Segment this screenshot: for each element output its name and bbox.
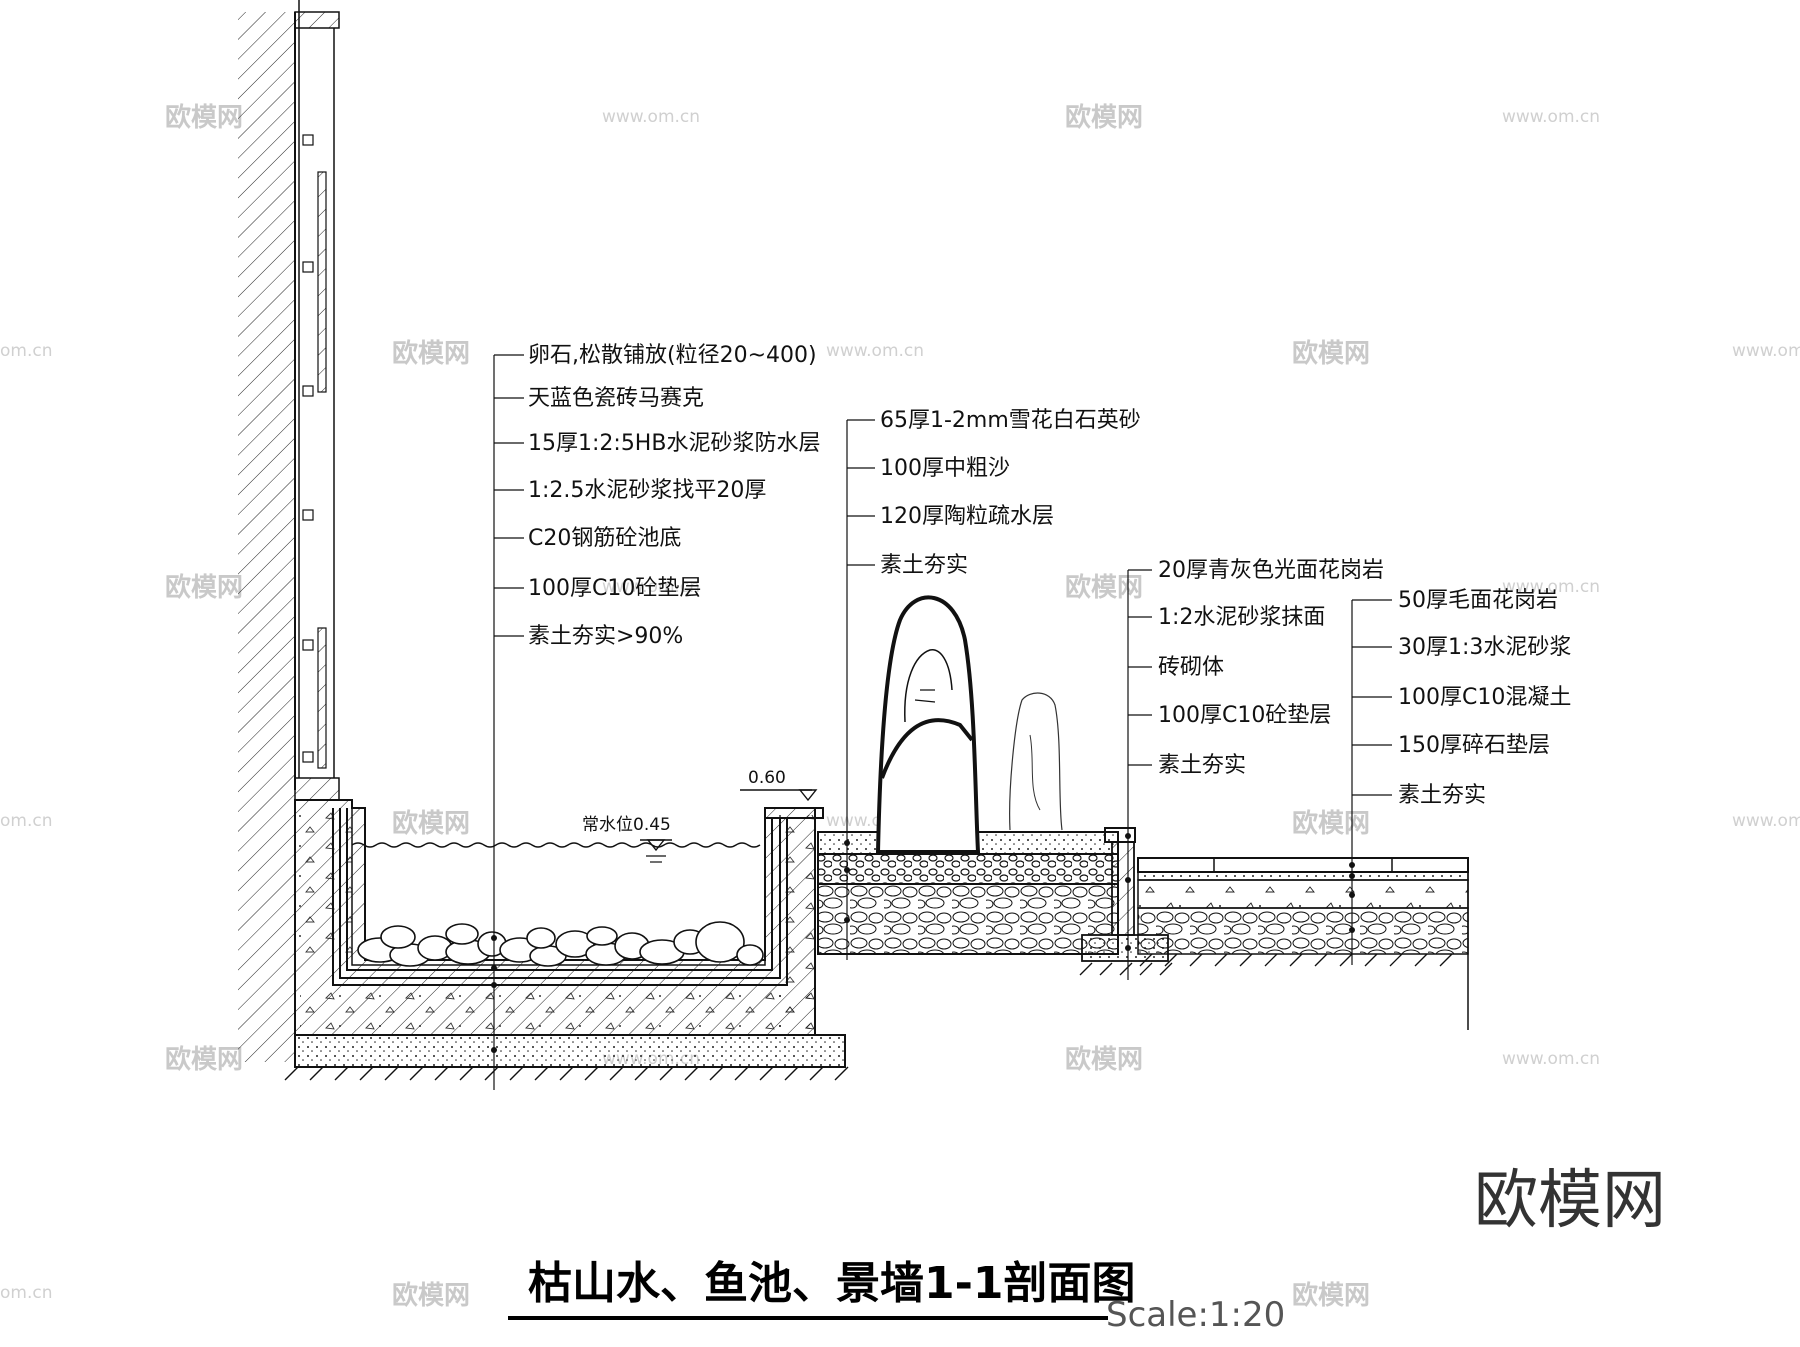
- curb-layer-note: 100厚C10砼垫层: [1158, 703, 1331, 728]
- dry-garden-layer-note: 65厚1-2mm雪花白石英砂: [880, 408, 1141, 433]
- watermark-url: www.om.cn: [602, 577, 700, 597]
- dry-garden-layer-note: 100厚中粗沙: [880, 456, 1010, 481]
- paving-layer-note: 150厚碎石垫层: [1398, 733, 1550, 758]
- watermark-url: www.om.cn: [826, 341, 924, 361]
- pond-layer-note: 15厚1:2:5HB水泥砂浆防水层: [528, 431, 820, 456]
- watermark-brand: 欧模网: [165, 1044, 243, 1075]
- pond-layer-note: 天蓝色瓷砖马赛克: [528, 386, 704, 411]
- watermark-url: om.cn: [0, 811, 53, 831]
- watermark-brand: 欧模网: [1292, 808, 1370, 839]
- watermark-brand: 欧模网: [1065, 102, 1143, 133]
- paving-layer-note: 30厚1:3水泥砂浆: [1398, 635, 1571, 660]
- leader-dots: [491, 833, 1355, 1053]
- paving-layer-note: 素土夯实: [1398, 783, 1486, 808]
- paving: [1137, 857, 1469, 1030]
- curb-layer-note: 砖砌体: [1158, 655, 1224, 680]
- watermark-url: om.cn: [0, 341, 53, 361]
- feature-wall: [238, 0, 340, 1062]
- drawing-title: 枯山水、鱼池、景墙1-1剖面图: [528, 1258, 1136, 1309]
- pond-layer-note: 卵石,松散铺放(粒径20~400): [528, 343, 817, 368]
- dry-garden-layer-note: 120厚陶粒疏水层: [880, 504, 1054, 529]
- pond-layer-notes: 卵石,松散铺放(粒径20~400) 天蓝色瓷砖马赛克 15厚1:2:5HB水泥砂…: [528, 343, 820, 649]
- curb-layer-notes: 20厚青灰色光面花岗岩 1:2水泥砂浆抹面 砖砌体 100厚C10砼垫层 素土夯…: [1158, 558, 1384, 778]
- watermark-url: www.om.cn: [1502, 107, 1600, 127]
- pond-layer-note: C20钢筋砼池底: [528, 526, 681, 551]
- top-level-label: 0.60: [748, 768, 786, 788]
- watermark-brand: 欧模网: [392, 1280, 470, 1311]
- watermark-url: www.om.cn: [1732, 811, 1800, 831]
- dry-garden: [817, 595, 1119, 955]
- paving-layer-notes: 50厚毛面花岗岩 30厚1:3水泥砂浆 100厚C10混凝土 150厚碎石垫层 …: [1398, 588, 1571, 808]
- curb-layer-note: 素土夯实: [1158, 753, 1246, 778]
- watermark-brand: 欧模网: [1292, 338, 1370, 369]
- paving-layer-note: 50厚毛面花岗岩: [1398, 588, 1558, 613]
- paving-layer-note: 100厚C10混凝土: [1398, 685, 1571, 710]
- curb-layer-note: 20厚青灰色光面花岗岩: [1158, 558, 1384, 583]
- pond-layer-note: 1:2.5水泥砂浆找平20厚: [528, 478, 766, 503]
- watermark-brand: 欧模网: [165, 102, 243, 133]
- watermark-brand: 欧模网: [392, 808, 470, 839]
- drawing-scale: Scale:1:20: [1106, 1295, 1285, 1335]
- feature-rock: [875, 595, 981, 854]
- watermark-url: www.om.cn: [1502, 577, 1600, 597]
- watermark-brand: 欧模网: [1065, 572, 1143, 603]
- water-level-label: 常水位0.45: [582, 815, 671, 835]
- site-logo: 欧模网: [1474, 1164, 1666, 1238]
- pond-layer-note: 素土夯实>90%: [528, 624, 683, 649]
- dry-garden-layer-note: 素土夯实: [880, 553, 968, 578]
- curb-layer-note: 1:2水泥砂浆抹面: [1158, 605, 1325, 630]
- watermark-brand: 欧模网: [1292, 1280, 1370, 1311]
- dry-garden-layer-notes: 65厚1-2mm雪花白石英砂 100厚中粗沙 120厚陶粒疏水层 素土夯实: [880, 408, 1141, 578]
- fish-pond: 常水位0.45 0.60: [284, 768, 849, 1081]
- watermark-url: om.cn: [0, 1283, 53, 1303]
- watermark-url: www.om.cn: [1732, 341, 1800, 361]
- pond-layer-note: 100厚C10砼垫层: [528, 576, 701, 601]
- watermark-brand: 欧模网: [165, 572, 243, 603]
- watermark-url: www.om.cn: [602, 107, 700, 127]
- watermark-url: www.om.cn: [1502, 1049, 1600, 1069]
- watermark-brand: 欧模网: [392, 338, 470, 369]
- watermark-brand: 欧模网: [1065, 1044, 1143, 1075]
